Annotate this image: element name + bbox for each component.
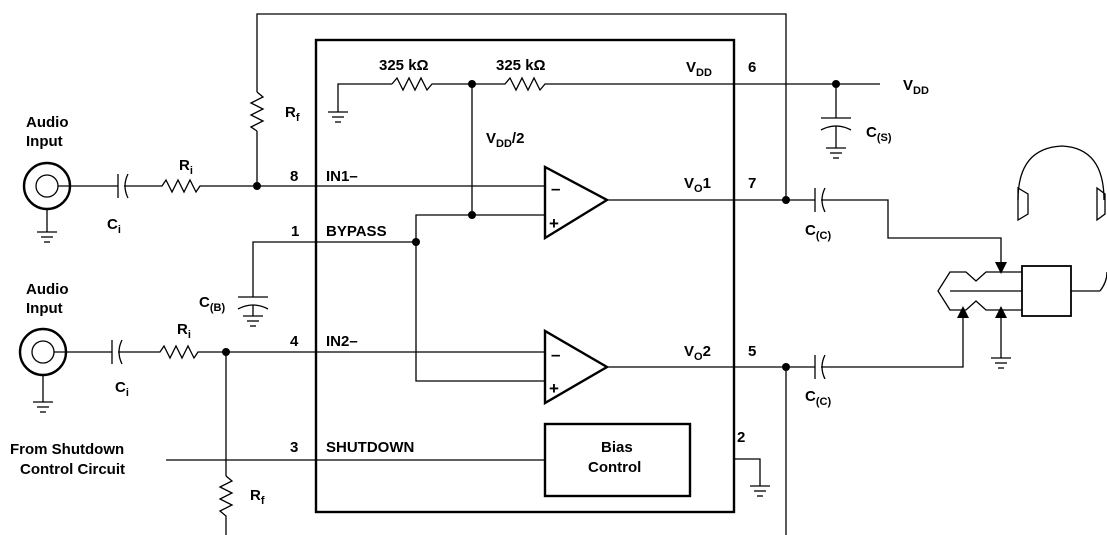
- label-325k-right: 325 kΩ: [496, 57, 546, 74]
- resistor-rf-bottom: [218, 475, 234, 535]
- label-rf-bottom: Rf: [250, 487, 265, 507]
- pin-8: 8: [290, 168, 298, 185]
- node-bypass: [412, 238, 420, 246]
- label-control: Control: [588, 459, 641, 476]
- resistor-325k-right: [472, 76, 734, 92]
- resistor-ri-2: [118, 344, 226, 360]
- capacitor-cb: [237, 296, 269, 327]
- node-bypass-internal: [468, 211, 476, 219]
- ground-pin2: [750, 485, 770, 497]
- amp1-minus: –: [551, 179, 560, 198]
- ground-headphone: [991, 357, 1011, 369]
- label-bias: Bias: [601, 439, 633, 456]
- label-in1: IN1–: [326, 168, 358, 185]
- label-audio-input-2a: Audio: [26, 281, 69, 298]
- ground-divider: [328, 111, 348, 123]
- label-audio-input-1b: Input: [26, 133, 63, 150]
- op-amp-1: [543, 165, 610, 241]
- amp2-minus: –: [551, 345, 560, 364]
- node-vo1: [782, 196, 790, 204]
- arrow-tip-3: [995, 306, 1007, 318]
- label-ri-2: Ri: [177, 321, 191, 341]
- feedback-wire-top: [256, 13, 787, 200]
- label-audio-input-2b: Input: [26, 300, 63, 317]
- pin-5: 5: [748, 343, 756, 360]
- label-vo2: VO2: [684, 343, 711, 363]
- label-ci-1: Ci: [107, 216, 121, 236]
- arrow-tip-2: [957, 306, 969, 318]
- amp1-plus: +: [549, 214, 559, 233]
- label-in2: IN2–: [326, 333, 358, 350]
- arrow-tip-1: [995, 262, 1007, 274]
- label-from-shutdown-b: Control Circuit: [20, 461, 125, 478]
- pin-7: 7: [748, 175, 756, 192]
- label-325k-left: 325 kΩ: [379, 57, 429, 74]
- label-cb: C(B): [199, 294, 225, 314]
- pin-3: 3: [290, 439, 298, 456]
- wire-bypass: [252, 241, 545, 382]
- label-rf-top: Rf: [285, 104, 300, 124]
- resistor-rf-top: [249, 91, 265, 132]
- label-cc-1: C(C): [805, 222, 831, 242]
- wire-pin2-ground: [734, 458, 761, 486]
- label-bypass: BYPASS: [326, 223, 387, 240]
- audio-jack-1: [22, 161, 118, 243]
- label-ci-2: Ci: [115, 379, 129, 399]
- label-cc-2: C(C): [805, 388, 831, 408]
- ic-package: [314, 38, 736, 514]
- pin-4: 4: [290, 333, 299, 350]
- label-audio-input-1a: Audio: [26, 114, 69, 131]
- resistor-325k-left: [391, 76, 472, 92]
- headphones-icon: [1017, 145, 1106, 222]
- label-vdd-rail: VDD: [903, 77, 929, 97]
- amp2-plus: +: [549, 379, 559, 398]
- audio-jack-2: [18, 327, 112, 413]
- pin-6: 6: [748, 59, 756, 76]
- label-ri-1: Ri: [179, 157, 193, 177]
- wire-cc1-out: [821, 199, 1002, 264]
- ground-cs: [826, 147, 846, 159]
- label-vo1: VO1: [684, 175, 711, 195]
- wire-divider-ground: [337, 83, 392, 112]
- wire-bypass-noninv: [415, 214, 545, 242]
- label-vdd-pin6: VDD: [686, 59, 712, 79]
- headphone-plug: [937, 265, 1107, 317]
- pin-1: 1: [291, 223, 299, 240]
- wire-cc2-out: [821, 312, 964, 368]
- pin-2: 2: [737, 429, 745, 446]
- resistor-ri-1: [124, 178, 257, 194]
- label-vdd-half: VDD/2: [486, 130, 524, 150]
- label-cs: C(S): [866, 124, 892, 144]
- bias-control-block: [543, 422, 692, 498]
- label-from-shutdown-a: From Shutdown: [10, 441, 124, 458]
- label-shutdown: SHUTDOWN: [326, 439, 414, 456]
- op-amp-2: [543, 328, 610, 406]
